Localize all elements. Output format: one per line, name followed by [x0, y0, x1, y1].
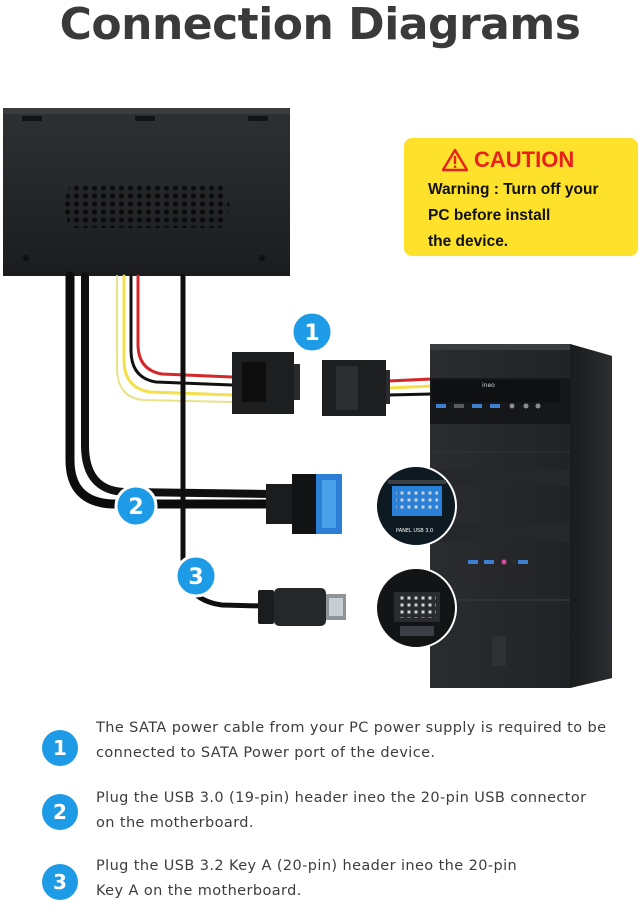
usb3-header-label: PANEL USB 3.0 — [396, 528, 434, 534]
page-title: Connection Diagrams — [59, 0, 581, 50]
step-2-number: 2 — [42, 794, 78, 830]
diagram-badge-2: 2 — [114, 484, 158, 528]
caution-line-3: the device. — [428, 233, 509, 250]
bay-brand-label: ineo — [482, 382, 495, 389]
caution-box: CAUTION Warning : Turn off your PC befor… — [404, 138, 638, 256]
warning-triangle-icon — [442, 148, 468, 172]
step-1: 1 The SATA power cable from your PC powe… — [42, 716, 622, 776]
caution-title: CAUTION — [474, 147, 575, 172]
diagram-badge-3: 3 — [174, 554, 218, 598]
diagram-badge-1-label: 1 — [304, 321, 319, 346]
step-2: 2 Plug the USB 3.0 (19-pin) header ineo … — [42, 786, 622, 846]
diagram-badge-1: 1 — [290, 310, 334, 354]
usb3-19pin-connector — [266, 474, 342, 534]
usb32-key-a-connector — [258, 588, 346, 626]
step-1-line-2: connected to SATA Power port of the devi… — [96, 745, 436, 761]
step-3: 3 Plug the USB 3.2 Key A (20-pin) header… — [42, 854, 622, 914]
step-3-line-1: Plug the USB 3.2 Key A (20-pin) header i… — [96, 858, 518, 874]
step-1-line-1: The SATA power cable from your PC power … — [96, 720, 607, 736]
step-3-number: 3 — [42, 864, 78, 900]
front-panel-device — [3, 108, 290, 276]
sata-power-connector — [232, 352, 390, 416]
step-2-line-2: on the motherboard. — [96, 815, 254, 831]
diagram-badge-2-label: 2 — [128, 495, 143, 520]
step-1-number: 1 — [42, 730, 78, 766]
pc-tower — [430, 344, 612, 688]
usb32-header-callout — [375, 567, 457, 649]
cables — [65, 271, 434, 609]
caution-line-2: PC before install — [428, 207, 551, 224]
step-2-line-1: Plug the USB 3.0 (19-pin) header ineo th… — [96, 790, 587, 806]
diagram-badge-3-label: 3 — [188, 565, 203, 590]
caution-line-1: Warning : Turn off your — [428, 181, 599, 198]
usb3-header-callout — [375, 465, 457, 547]
connection-diagram: 1 2 3 — [3, 108, 612, 688]
step-3-line-2: Key A on the motherboard. — [96, 883, 302, 899]
